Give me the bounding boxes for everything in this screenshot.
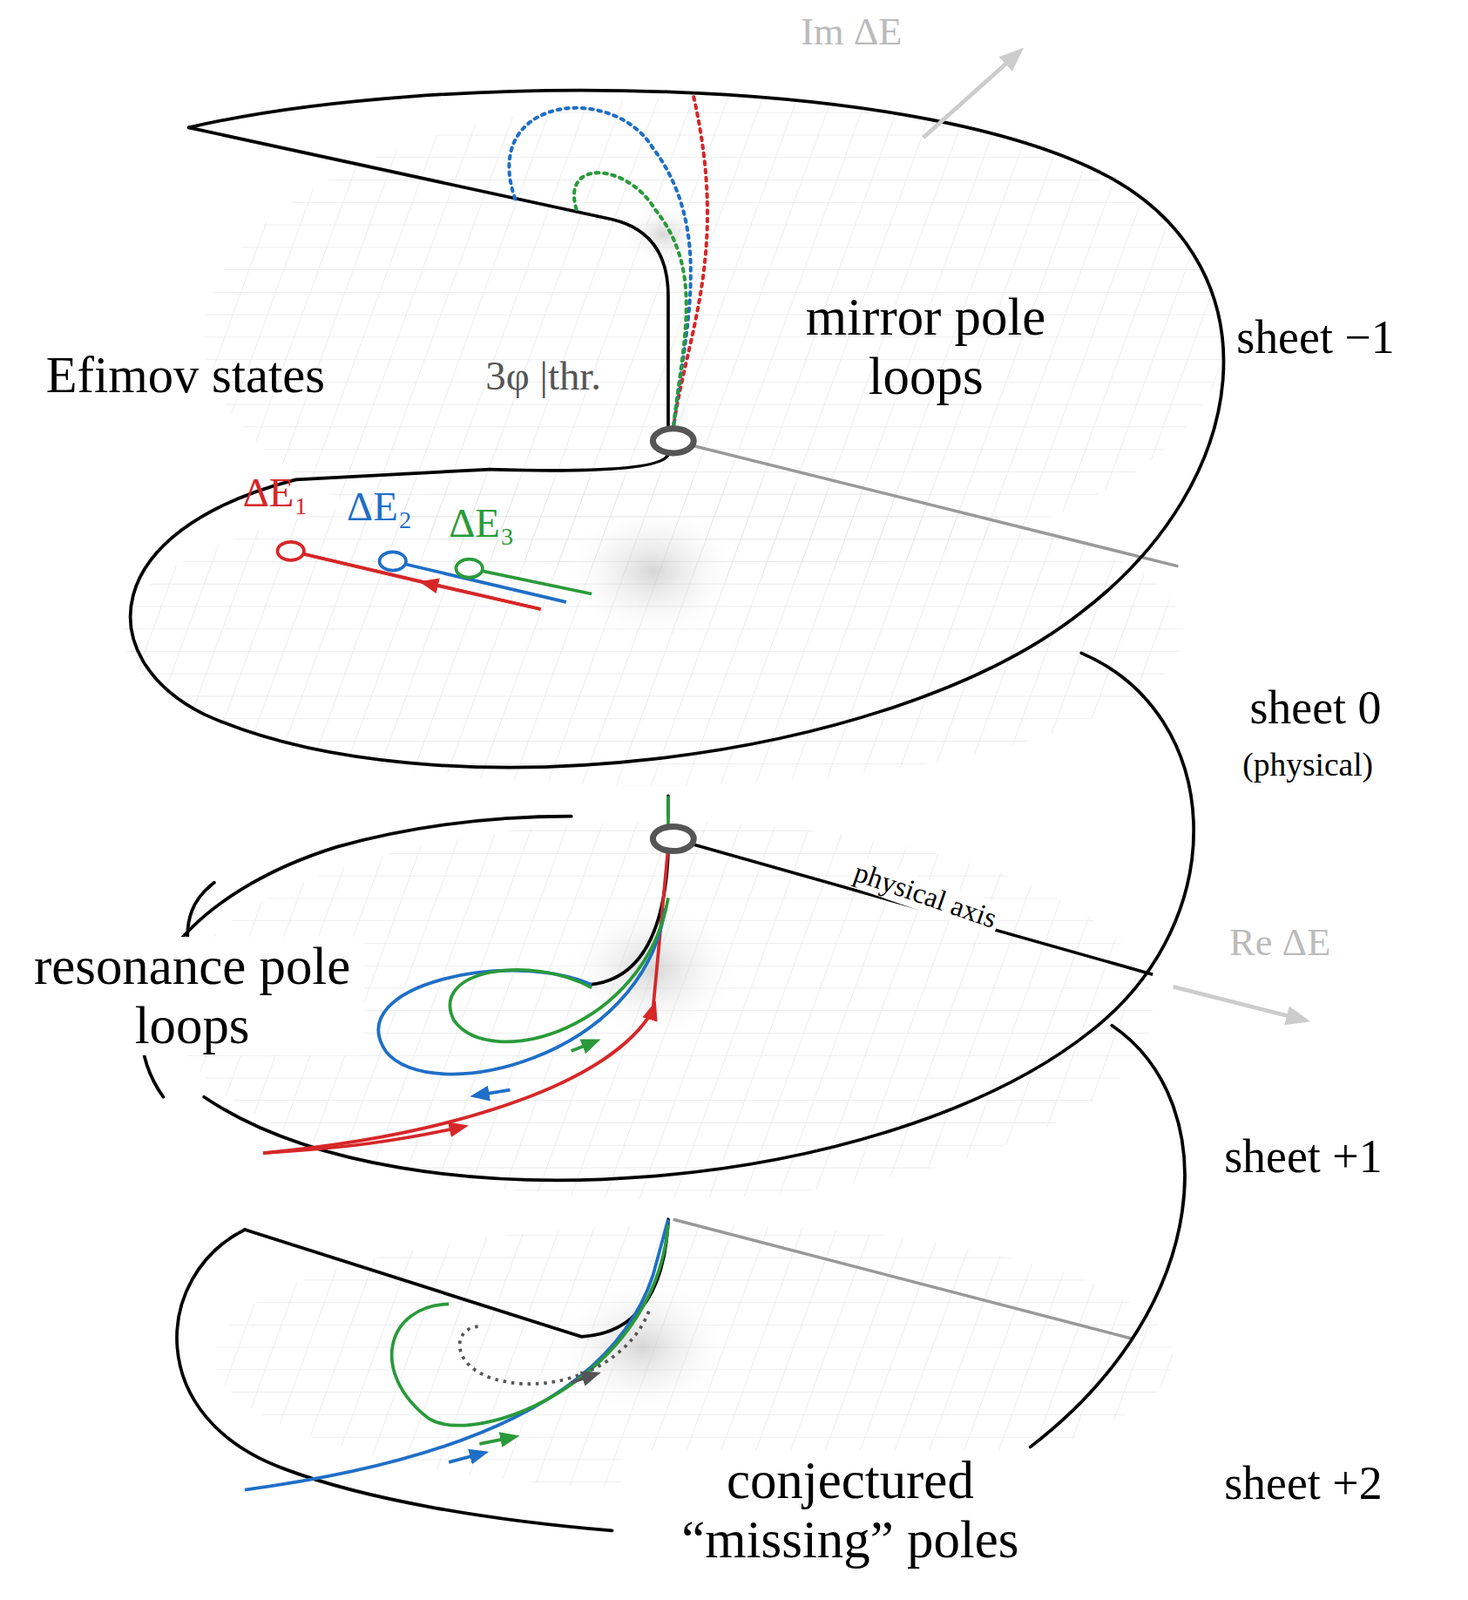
region-label: resonance pole loops (20, 936, 364, 1056)
sheet-label: sheet +2 (1224, 1456, 1382, 1509)
sheet-label: sheet 0 (1249, 681, 1381, 734)
axis-label: Re ΔE (1229, 920, 1331, 965)
region-label: mirror pole loops (750, 287, 1103, 406)
state-label: ΔE₂ (346, 483, 413, 529)
sheet-note: (physical) (1242, 746, 1374, 784)
state-label: ΔE₁ (243, 469, 309, 515)
state-label: ΔE₃ (448, 500, 515, 546)
sheet-label: sheet −1 (1236, 311, 1394, 364)
axis-label: Im ΔE (800, 10, 902, 55)
region-label: Efimov states (46, 346, 325, 405)
threshold-label: 3φ |thr. (485, 352, 602, 399)
region-label: conjectured “missing” poles (622, 1450, 1078, 1570)
sheet-label: sheet +1 (1224, 1129, 1382, 1183)
